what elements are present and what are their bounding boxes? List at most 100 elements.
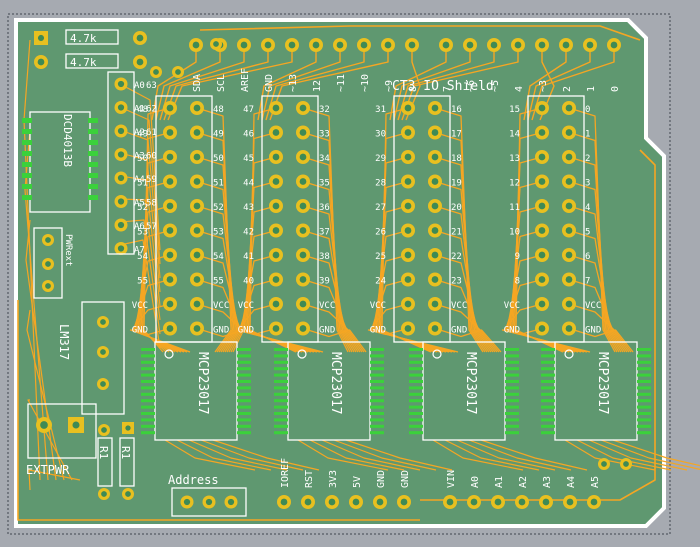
chip-smd-pin — [274, 399, 288, 403]
top-header-pad-5-hole — [312, 41, 320, 49]
extpwr-label: EXTPWR — [26, 463, 70, 477]
block-right-label: 5 — [585, 228, 590, 238]
via-pad-hole — [175, 69, 181, 75]
block-pad-a-hole — [538, 251, 546, 259]
edge-trace — [26, 309, 65, 481]
r-square-pad-hole — [125, 425, 131, 431]
block-right-trace — [568, 229, 626, 353]
pwr-header-outline — [33, 227, 63, 299]
dcd-ic-reference: DCD4013B — [61, 114, 74, 167]
block-left-label: 45 — [243, 154, 254, 164]
chip-smd-pin — [637, 405, 651, 409]
block-left-label: 46 — [243, 130, 254, 140]
chip-smd-pin — [409, 424, 423, 428]
top-header-label: ~6 — [466, 80, 477, 92]
chip-smd-pin — [505, 360, 519, 364]
chip-smd-pin — [541, 405, 555, 409]
top-header-label: ~11 — [336, 74, 347, 92]
chip-smd-pin — [409, 367, 423, 371]
resistor-bottom-value: 4.7k — [70, 56, 97, 69]
top-header-label: ~3 — [538, 80, 549, 92]
via-pad-hole — [213, 41, 219, 47]
top-header-pad-15-hole — [562, 41, 570, 49]
chip-smd-pin — [637, 431, 651, 435]
chip-bus-trace — [345, 439, 453, 471]
top-header-label: ~5 — [490, 80, 501, 92]
dcd-ic-pin — [22, 162, 32, 167]
chip-smd-pin — [505, 392, 519, 396]
dcd-ic-pin — [88, 184, 98, 189]
chip-smd-pin — [141, 373, 155, 377]
top-header-pad-11-hole — [466, 41, 474, 49]
block-pad-a-hole — [272, 325, 280, 332]
chip-smd-pin — [409, 348, 423, 351]
chip-smd-pin — [505, 386, 519, 390]
chip-smd-pin — [237, 399, 251, 403]
block-right-trace — [302, 254, 361, 353]
chip-bus-trace — [588, 439, 688, 471]
block-pad-a-hole — [272, 178, 280, 185]
block-left-label: 10 — [509, 228, 520, 238]
block-left-label: 41 — [243, 252, 254, 262]
silkscreen-labels: CT3 IO Shield4.7k4.7kDCD4013BLM317PWRext… — [26, 32, 621, 488]
chip-smd-pin — [409, 373, 423, 377]
dcd-ic-pin — [88, 129, 98, 134]
chip-name-label: MCP23017 — [195, 352, 210, 415]
block-right-trace — [434, 229, 494, 353]
block-left-label: VCC — [132, 301, 148, 311]
chip-bus-trace — [164, 439, 256, 471]
top-header-trace — [159, 45, 245, 121]
r-left-outline — [97, 437, 113, 487]
chip-smd-pin — [409, 354, 423, 358]
analog-header-pad-hole — [117, 198, 125, 205]
block-pad-b-hole — [565, 202, 573, 210]
top-header-label: 1 — [586, 86, 597, 92]
block-pad-a-hole — [166, 202, 174, 210]
bottom-header-label: 3V3 — [328, 470, 339, 488]
chip-smd-pin — [370, 418, 384, 422]
chip-smd-pin — [274, 412, 288, 415]
block-pad-a-hole — [538, 104, 546, 112]
top-header-label: 2 — [562, 86, 573, 92]
block-pad-a-hole — [166, 104, 174, 112]
dcd-ic-pin — [88, 151, 98, 156]
block-pad-b-hole — [565, 153, 573, 161]
chip-smd-pin — [141, 412, 155, 415]
chip-smd-pin — [237, 360, 251, 364]
top-header-label: SDA — [192, 74, 203, 92]
header-block-outline-2 — [393, 95, 451, 343]
chip-smd-pin — [637, 392, 651, 396]
block-right-label: 37 — [319, 228, 330, 238]
chip-smd-pin — [409, 418, 423, 422]
top-header-pad-12-hole — [490, 41, 498, 49]
chip-smd-pin — [141, 431, 155, 435]
block-left-label: 54 — [137, 252, 148, 262]
analog-header-pad-hole — [117, 221, 125, 229]
block-left-label: 27 — [375, 203, 386, 213]
top-header-pad-2-hole — [240, 41, 248, 49]
chip-bus-trace — [188, 439, 288, 471]
block-pad-a-hole — [272, 104, 280, 112]
vcc-rail-trace — [420, 149, 656, 501]
chip-bus-trace — [576, 439, 672, 471]
analog-label: A0 — [134, 81, 145, 91]
chip-smd-pin — [274, 367, 288, 371]
block-left-label: 13 — [509, 154, 520, 164]
analog-trace — [119, 175, 161, 307]
top-header-label: SCL — [216, 74, 227, 92]
block-right-label: GND — [451, 326, 467, 336]
chip-smd-pin — [505, 424, 519, 428]
block-pad-b-hole — [299, 104, 307, 112]
block-right-label: 4 — [585, 203, 590, 213]
block-right-label: VCC — [451, 301, 467, 311]
analog-trace — [119, 239, 161, 349]
block-right-label: 55 — [213, 277, 224, 287]
chip-outline-0 — [154, 341, 238, 441]
block-right-label: 0 — [585, 105, 590, 115]
block-left-label: 31 — [375, 105, 386, 115]
block-left-label: VCC — [238, 301, 254, 311]
r-right-outline — [119, 437, 135, 487]
block-left-label: 51 — [137, 179, 148, 189]
chip-smd-pin — [274, 354, 288, 358]
block-pad-a-hole — [272, 202, 280, 210]
